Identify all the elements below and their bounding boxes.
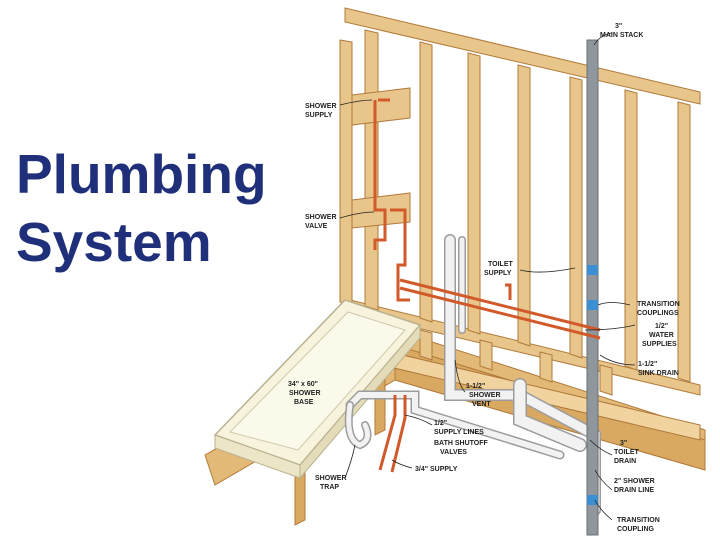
copper-supply-lines xyxy=(373,98,601,473)
label-shower-trap: SHOWER TRAP xyxy=(315,475,348,491)
title-line-2: System xyxy=(16,211,212,273)
label-shower-drain-line: 2" SHOWER DRAIN LINE xyxy=(614,478,657,494)
page-title: Plumbing System xyxy=(16,140,306,276)
label-shower-supply: SHOWER SUPPLY xyxy=(305,103,338,119)
label-main-stack: 3" MAIN STACK xyxy=(600,23,643,39)
label-three-quarter-supply: 3/4" SUPPLY xyxy=(415,466,458,473)
shower-base xyxy=(213,299,422,480)
callout-labels: 3" MAIN STACK SHOWER SUPPLY SHOWER VALVE… xyxy=(288,23,682,533)
label-water-supplies: 1/2" WATER SUPPLIES xyxy=(642,323,677,348)
label-bath-shutoff-valves: BATH SHUTOFF VALVES xyxy=(434,440,490,456)
label-transition-couplings: TRANSITION COUPLINGS xyxy=(637,301,682,317)
label-supply-lines: 1/2" SUPPLY LINES xyxy=(434,420,484,436)
leader-lines xyxy=(339,32,636,521)
label-transition-coupling: TRANSITION COUPLING xyxy=(617,517,662,533)
floor-blocking xyxy=(419,329,613,396)
label-sink-drain: 1-1/2" SINK DRAIN xyxy=(638,361,679,377)
pvc-drain-lines xyxy=(344,234,601,516)
label-shower-base: 34" x 60" SHOWER BASE xyxy=(288,381,322,406)
label-shower-valve: SHOWER VALVE xyxy=(305,214,338,230)
label-toilet-drain: 3" TOILET DRAIN xyxy=(614,440,641,465)
label-toilet-supply: TOILET SUPPLY xyxy=(484,261,515,277)
title-line-1: Plumbing xyxy=(16,143,267,205)
wall-frame xyxy=(339,7,701,396)
label-shower-vent: 1-1/2" SHOWER VENT xyxy=(466,383,502,408)
main-stack xyxy=(586,39,599,536)
